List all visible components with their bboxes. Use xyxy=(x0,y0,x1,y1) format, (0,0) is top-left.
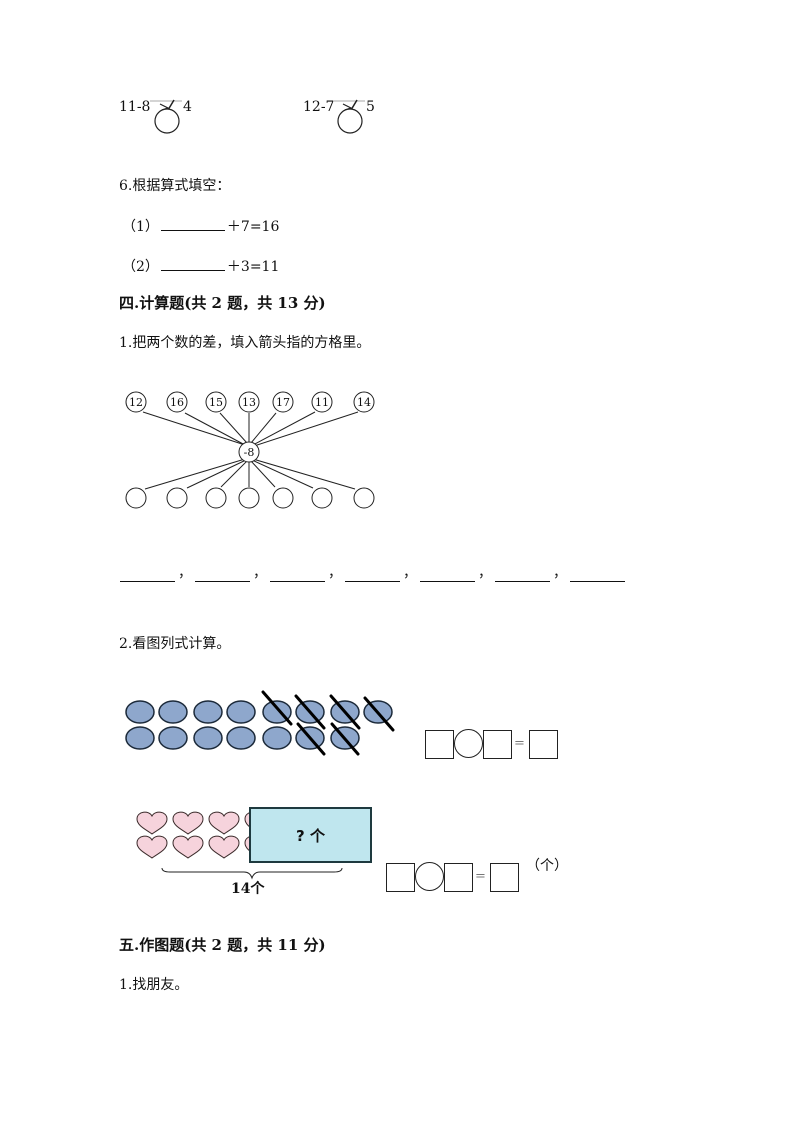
answer-circle[interactable] xyxy=(166,487,188,509)
equation-box[interactable] xyxy=(444,863,473,892)
top-number-circle xyxy=(272,391,294,413)
q6-item-1: （1） ＋7=16 xyxy=(122,216,279,236)
top-number-circle xyxy=(125,391,147,413)
answer-circle[interactable] xyxy=(311,487,333,509)
answer-blank[interactable] xyxy=(120,569,175,582)
answer-blank[interactable] xyxy=(195,569,250,582)
top-number-circle xyxy=(205,391,227,413)
operator-circle xyxy=(238,441,260,463)
top-number-circle xyxy=(238,391,260,413)
top-number-circle xyxy=(166,391,188,413)
ovals-picture xyxy=(125,690,395,756)
answer-blank[interactable] xyxy=(345,569,400,582)
answer-circle[interactable] xyxy=(125,487,147,509)
top-number: 15 xyxy=(209,396,223,409)
cross-out-marks xyxy=(261,690,395,756)
compare-right: 4 xyxy=(183,99,192,115)
equals-sign: = xyxy=(514,736,525,751)
q6-item-expr: ＋7=16 xyxy=(226,219,280,235)
top-number: 12 xyxy=(129,396,143,409)
unknown-count-box: ? 个 xyxy=(249,807,372,863)
answer-blank[interactable] xyxy=(420,569,475,582)
operator-circle[interactable] xyxy=(454,729,483,758)
top-number: 17 xyxy=(276,396,290,409)
subtraction-diagram: 12 16 15 13 17 11 14 -8 xyxy=(125,391,375,509)
answer-circle[interactable] xyxy=(272,487,294,509)
answer-blank[interactable] xyxy=(570,569,625,582)
q6-item-expr: ＋3=11 xyxy=(226,259,280,275)
top-number: 14 xyxy=(357,396,371,409)
q6-item-2: （2） ＋3=11 xyxy=(122,256,279,276)
compare-left: 12-7 xyxy=(303,99,335,115)
q6-item-label: （2） xyxy=(122,259,159,275)
compare-problem-1: 11-8 xyxy=(119,98,150,116)
unit-label: （个） xyxy=(526,858,568,874)
top-number: 11 xyxy=(315,396,329,409)
equals-sign: = xyxy=(475,869,486,884)
answer-circle[interactable] xyxy=(205,487,227,509)
answer-circle[interactable] xyxy=(238,487,260,509)
result-box[interactable] xyxy=(529,730,558,759)
equation-box[interactable] xyxy=(386,863,415,892)
operator-label: -8 xyxy=(244,446,255,459)
top-number-circle xyxy=(311,391,333,413)
compare-problem-2: 12-7 xyxy=(303,98,334,116)
answer-blank[interactable] xyxy=(495,569,550,582)
equation-box[interactable] xyxy=(425,730,454,759)
answer-blank[interactable] xyxy=(270,569,325,582)
section-5-heading: 五.作图题(共 2 题，共 11 分) xyxy=(119,936,326,954)
s4-question-1-title: 1.把两个数的差，填入箭头指的方格里。 xyxy=(119,335,371,351)
answer-blank[interactable] xyxy=(160,216,225,231)
question-6-title: 6.根据算式填空： xyxy=(119,178,231,194)
compare-left: 11-8 xyxy=(119,99,151,115)
operator-circle[interactable] xyxy=(415,862,444,891)
top-number: 13 xyxy=(242,396,256,409)
top-number-circle xyxy=(353,391,375,413)
section-4-heading: 四.计算题(共 2 题，共 13 分) xyxy=(119,294,326,312)
brace xyxy=(161,867,343,880)
answer-blank[interactable] xyxy=(160,256,225,271)
answer-blanks-row: ， ， ， ， ， ， xyxy=(120,562,625,582)
apple-icon xyxy=(150,99,182,134)
s5-question-1-title: 1.找朋友。 xyxy=(119,977,189,993)
q6-item-label: （1） xyxy=(122,219,159,235)
brace-label: 14个 xyxy=(231,881,265,897)
s4-question-2-title: 2.看图列式计算。 xyxy=(119,636,231,652)
compare-right: 5 xyxy=(366,99,375,115)
result-box[interactable] xyxy=(490,863,519,892)
apple-icon xyxy=(333,99,365,134)
equation-box[interactable] xyxy=(483,730,512,759)
top-number: 16 xyxy=(170,396,184,409)
answer-circle[interactable] xyxy=(353,487,375,509)
